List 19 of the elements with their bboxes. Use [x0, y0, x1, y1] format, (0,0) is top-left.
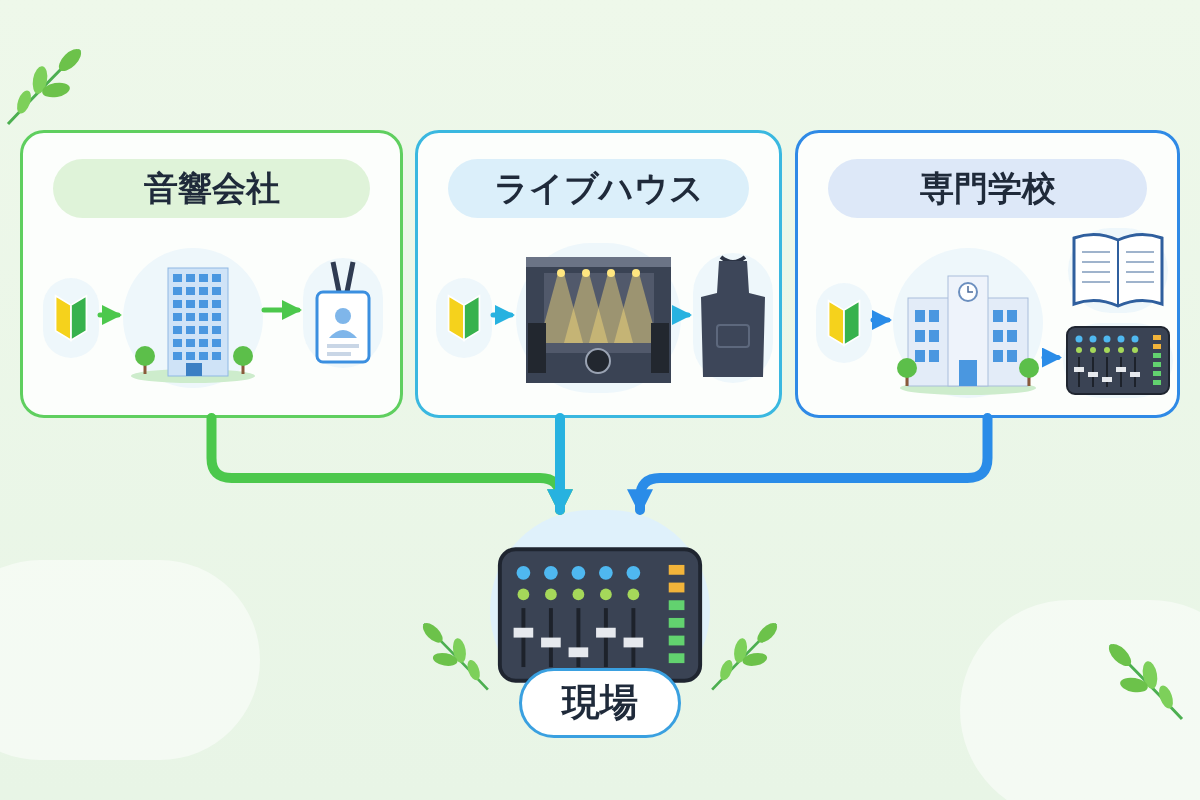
site-label: 現場 — [519, 668, 681, 738]
arrow — [261, 300, 302, 320]
category-panel — [795, 130, 1180, 418]
arrow — [547, 413, 573, 516]
mixing-console-drawing — [1063, 323, 1173, 398]
arrow — [870, 310, 892, 330]
arrow — [672, 305, 692, 325]
arrow — [490, 305, 515, 325]
arrow — [97, 305, 122, 325]
category-panel — [20, 130, 403, 418]
panel-heading: ライブハウス — [448, 159, 749, 218]
beginner-mark-drawing — [436, 278, 492, 358]
panel-heading: 音響会社 — [53, 159, 370, 218]
arrow — [627, 413, 993, 516]
category-panel — [415, 130, 782, 418]
beginner-mark-drawing — [816, 283, 872, 363]
beginner-mark-drawing — [43, 278, 99, 358]
panel-heading: 専門学校 — [828, 159, 1147, 218]
arrow — [1041, 347, 1062, 368]
